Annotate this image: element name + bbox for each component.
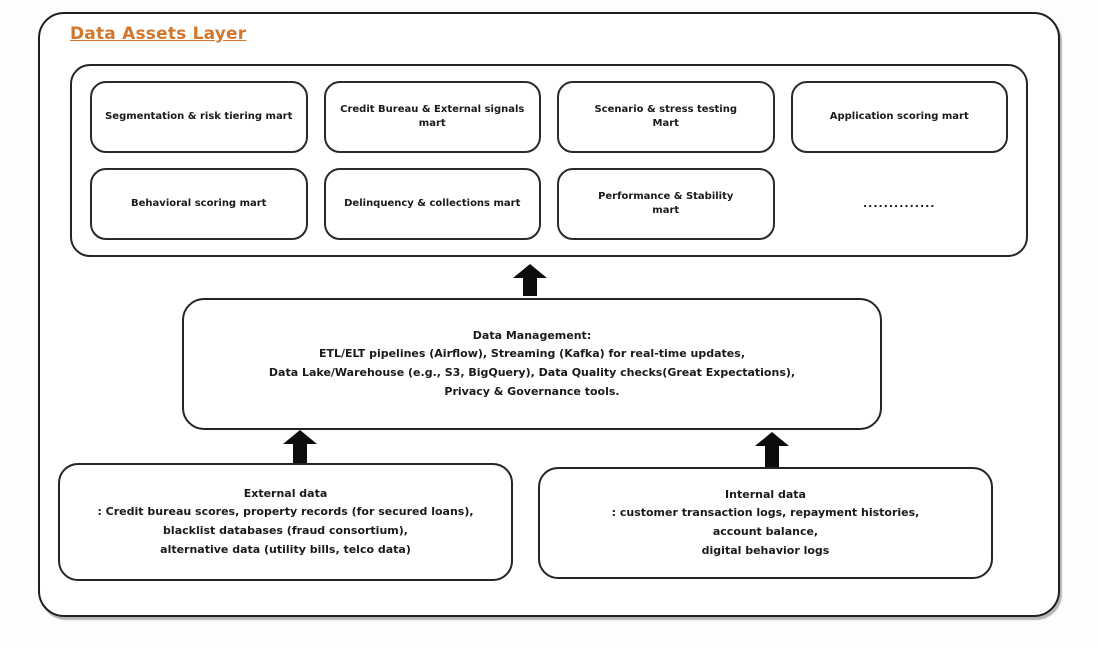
external-data-line: : Credit bureau scores, property records… <box>97 505 474 519</box>
mart-box-performance-stability: Performance & Stability mart <box>557 168 775 240</box>
marts-container: Segmentation & risk tiering mart Credit … <box>70 64 1028 257</box>
external-data-title: External data <box>243 486 328 500</box>
mart-box-delinquency-collections: Delinquency & collections mart <box>323 168 541 240</box>
mart-box-application-scoring: Application scoring mart <box>790 81 1008 153</box>
external-data-line: blacklist databases (fraud consortium), <box>163 524 408 537</box>
data-management-title: Data Management: <box>472 328 592 342</box>
internal-data-line: digital behavior logs <box>701 543 830 557</box>
mart-box-behavioral-scoring: Behavioral scoring mart <box>90 168 308 240</box>
mart-placeholder-dots: .............. <box>790 168 1008 240</box>
internal-data-line: account balance, <box>712 525 819 538</box>
internal-data-title: Internal data <box>725 487 806 501</box>
mart-box-scenario-stress-testing: Scenario & stress testing Mart <box>557 81 775 153</box>
internal-data-box: Internal data : customer transaction log… <box>538 467 993 579</box>
internal-data-line: : customer transaction logs, repayment h… <box>611 506 920 520</box>
external-data-box: External data : Credit bureau scores, pr… <box>58 463 513 581</box>
up-arrow-icon <box>512 264 548 296</box>
up-arrow-icon <box>282 430 318 463</box>
data-management-line: Data Lake/Warehouse (e.g., S3, BigQuery)… <box>268 366 796 379</box>
data-management-box: Data Management: ETL/ELT pipelines (Airf… <box>182 298 882 430</box>
data-management-line: ETL/ELT pipelines (Airflow), Streaming (… <box>319 347 745 361</box>
mart-box-segmentation-risk-tiering: Segmentation & risk tiering mart <box>90 81 308 153</box>
page-title: Data Assets Layer <box>70 24 247 44</box>
mart-box-credit-bureau-external-signals: Credit Bureau & External signals mart <box>323 81 541 153</box>
data-management-line: Privacy & Governance tools. <box>444 384 620 398</box>
external-data-line: alternative data (utility bills, telco d… <box>160 542 411 556</box>
up-arrow-icon <box>754 432 790 467</box>
